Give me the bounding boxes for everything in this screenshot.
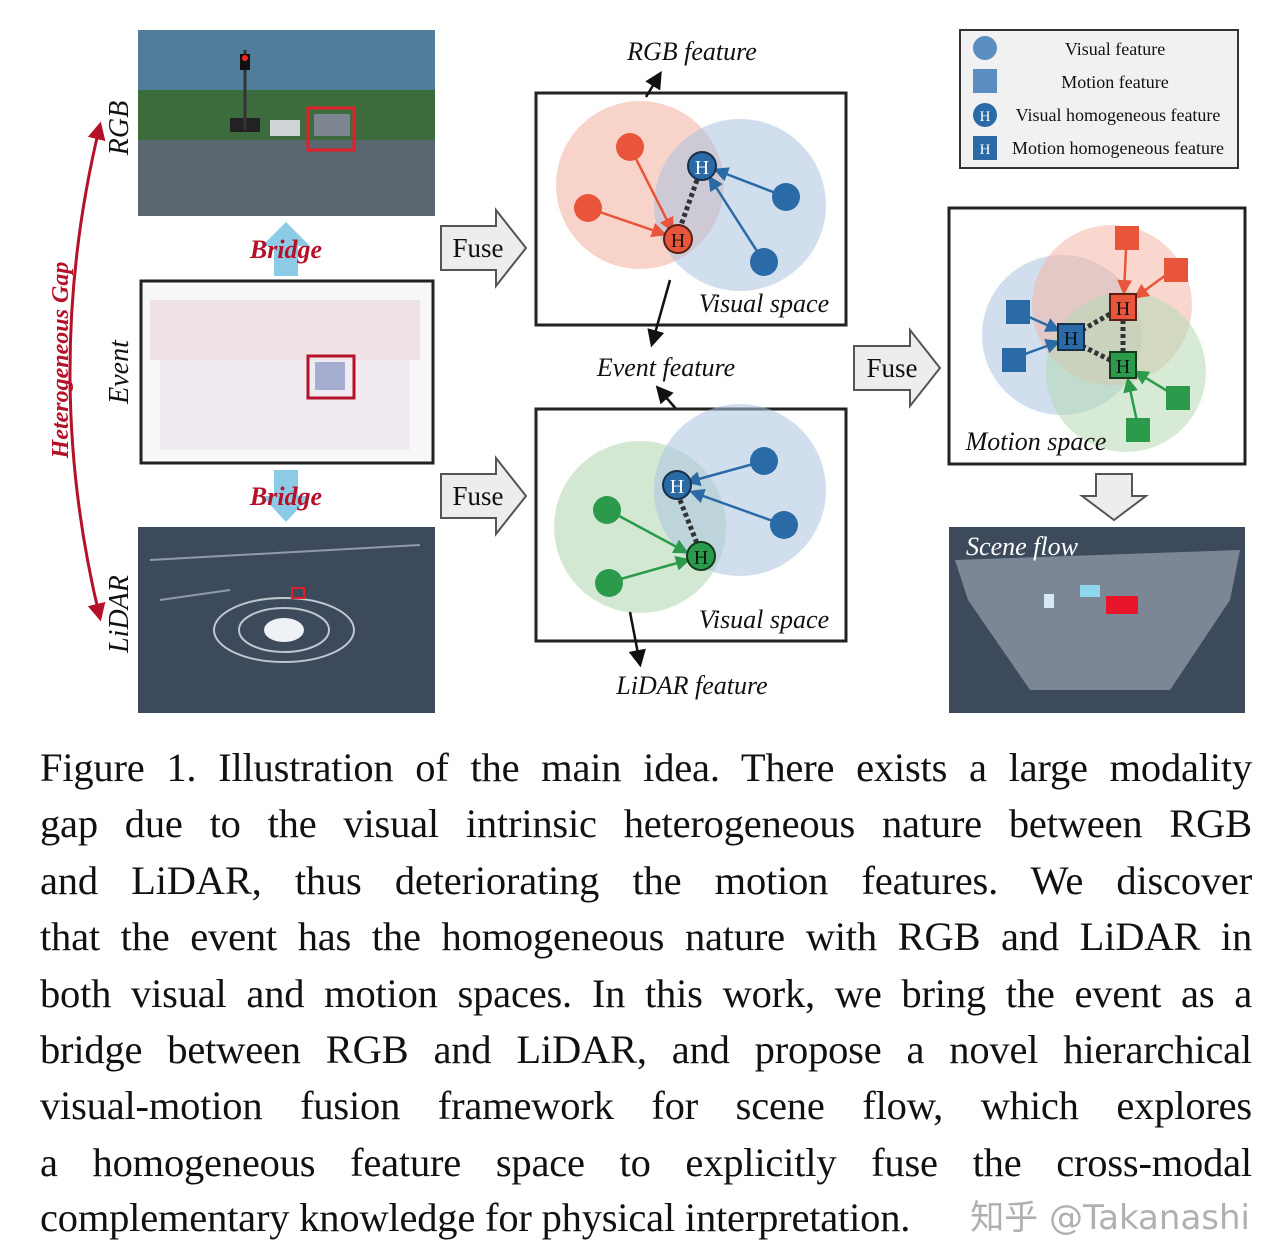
h-glyph: H [694, 547, 708, 569]
lidar-feature-label: LiDAR feature [615, 671, 767, 700]
motion-space: H H H Motion space [947, 206, 1247, 466]
lidar-label: LiDAR [104, 575, 135, 654]
caption-line: gap due to the visual intrinsic heteroge… [40, 801, 1252, 847]
h-glyph: H [980, 109, 991, 125]
rgb-feature-label: RGB feature [626, 37, 757, 66]
rgb-feature-node [616, 133, 644, 161]
heterogeneous-gap-label: Heterogeneous Gap [48, 262, 74, 460]
h-glyph: H [1116, 356, 1130, 378]
rgb-label: RGB [104, 101, 135, 156]
visual-homogeneous-legend-icon [973, 103, 997, 127]
fuse-arrow-bottom: Fuse [440, 455, 528, 537]
visual-space-label-top: Visual space [699, 289, 829, 318]
h-glyph: H [1116, 298, 1130, 320]
h-glyph: H [1064, 328, 1078, 350]
watermark: 知乎 @Takanashi [970, 1198, 1250, 1238]
motion-feature-node [1166, 386, 1190, 410]
figure-caption: Figure 1. Illustration of the main idea.… [40, 740, 1252, 1191]
motion-feature-node [1006, 300, 1030, 324]
figure-1-diagram: RGB Event LiDAR Heterogeneous Gap Bridge… [48, 29, 1247, 713]
legend-visual-feature: Visual feature [1065, 39, 1165, 59]
caption-line: both visual and motion spaces. In this w… [40, 970, 1252, 1016]
bridge-label-bottom: Bridge [249, 482, 322, 511]
lidar-homogeneous-node [686, 541, 716, 571]
caption-line: Figure 1. Illustration of the main idea.… [40, 745, 1252, 790]
legend-motion-homogeneous: Motion homogeneous feature [1012, 138, 1224, 158]
event-homogeneous-node [662, 470, 692, 500]
event-feature-node [770, 511, 798, 539]
event-label: Event [104, 339, 135, 405]
motion-feature-node [1164, 258, 1188, 282]
event-feature-label: Event feature [596, 353, 735, 382]
caption-line: a homogeneous feature space to explicitl… [40, 1139, 1252, 1185]
event-feature-node [750, 248, 778, 276]
lidar-motion-homogeneous-node [1109, 351, 1137, 379]
h-glyph: H [980, 142, 991, 158]
fuse-label-bottom: Fuse [452, 481, 503, 511]
event-image [139, 279, 435, 465]
legend-motion-feature: Motion feature [1061, 72, 1168, 92]
caption-line: and LiDAR, thus deteriorating the motion… [40, 857, 1252, 903]
fuse-arrow-motion: Fuse [853, 327, 942, 409]
bridge-arrow-up-icon [262, 222, 310, 276]
caption-line: bridge between RGB and LiDAR, and propos… [40, 1027, 1252, 1073]
fuse-label-top: Fuse [452, 233, 503, 263]
caption-line: visual-motion fusion framework for scene… [40, 1083, 1252, 1129]
event-motion-homogeneous-node [1057, 323, 1085, 351]
lidar-feature-node [595, 569, 623, 597]
fuse-label-motion: Fuse [866, 353, 917, 383]
legend: Visual feature Motion feature H Visual h… [959, 29, 1239, 169]
motion-feature-legend-icon [973, 69, 997, 93]
event-feature-node [750, 447, 778, 475]
rgb-feature-node [574, 194, 602, 222]
h-glyph: H [671, 230, 685, 252]
caption-last-line: complementary knowledge for physical int… [40, 1195, 911, 1240]
fuse-arrow-top: Fuse [440, 207, 528, 289]
legend-visual-homogeneous: Visual homogeneous feature [1016, 105, 1221, 125]
event-homogeneous-node [687, 151, 717, 181]
scene-flow-image: Scene flow [949, 527, 1245, 713]
caption-line: that the event has the homogeneous natur… [40, 914, 1252, 960]
visual-space-top: H H Visual space [534, 91, 848, 327]
down-arrow-icon [1079, 473, 1149, 522]
visual-feature-legend-icon [973, 36, 997, 60]
visual-space-bottom: H H Visual space [534, 404, 848, 643]
motion-feature-node [1002, 348, 1026, 372]
lidar-image [138, 527, 435, 713]
visual-space-label-bottom: Visual space [699, 605, 829, 634]
rgb-image [138, 30, 435, 216]
lidar-feature-node [593, 496, 621, 524]
event-feature-node [772, 183, 800, 211]
bridge-label-top: Bridge [249, 235, 322, 264]
bridge-arrow-down-icon [262, 470, 310, 522]
motion-space-label: Motion space [965, 427, 1107, 456]
motion-feature-node [1115, 226, 1139, 250]
rgb-motion-homogeneous-node [1109, 293, 1137, 321]
h-glyph: H [670, 476, 684, 498]
motion-feature-node [1126, 418, 1150, 442]
heterogeneous-gap-arrow [68, 121, 106, 622]
motion-homogeneous-legend-icon [973, 136, 997, 160]
scene-flow-label: Scene flow [966, 532, 1079, 561]
h-glyph: H [695, 157, 709, 179]
rgb-homogeneous-node [663, 224, 693, 254]
